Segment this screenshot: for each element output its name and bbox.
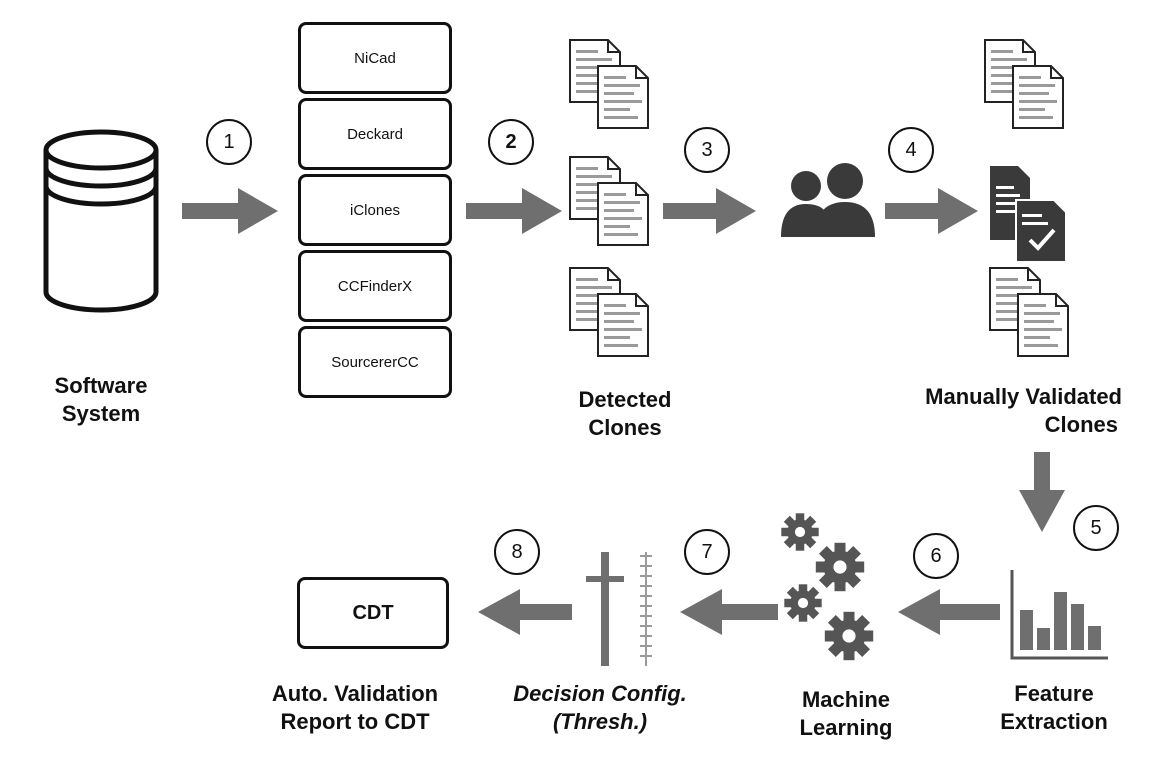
detected-clones-docs-icon	[570, 40, 648, 356]
bar-chart-icon	[1010, 570, 1108, 660]
threshold-slider-icon	[586, 552, 652, 666]
arrow-2	[466, 188, 562, 234]
detected-clones-label: Detected Clones	[578, 387, 672, 440]
cdt-box: CDT	[297, 577, 449, 649]
validated-clones-label: Manually Validated Clones	[925, 384, 1122, 437]
arrow-1	[182, 188, 278, 234]
auto-validation-report-label: Auto. Validation Report to CDT	[271, 681, 439, 734]
step-4: 4	[888, 127, 934, 173]
tool-deckard: Deckard	[298, 98, 452, 170]
feature-extraction-label: Feature Extraction	[1000, 681, 1108, 734]
gears-icon	[781, 513, 874, 661]
arrow-5	[1019, 452, 1065, 532]
step-1: 1	[206, 119, 252, 165]
decision-config-label: Decision Config. (Thresh.)	[513, 681, 687, 734]
step-3: 3	[684, 127, 730, 173]
arrow-3	[663, 188, 756, 234]
tool-sourcerercc: SourcererCC	[298, 326, 452, 398]
people-icon	[781, 163, 875, 237]
tool-iclones: iClones	[298, 174, 452, 246]
machine-learning-label: Machine Learning	[799, 687, 893, 740]
arrow-7	[680, 589, 778, 635]
step-6: 6	[913, 533, 959, 579]
arrow-8	[478, 589, 572, 635]
tool-ccfinderx: CCFinderX	[298, 250, 452, 322]
step-5: 5	[1073, 505, 1119, 551]
step-7: 7	[684, 529, 730, 575]
arrow-6	[898, 589, 1000, 635]
validated-check-icon	[990, 166, 1067, 263]
arrow-4	[885, 188, 978, 234]
step-8: 8	[494, 529, 540, 575]
step-2: 2	[488, 119, 534, 165]
tool-nicad: NiCad	[298, 22, 452, 94]
database-icon	[43, 129, 159, 313]
software-system-label: Software System	[54, 373, 148, 426]
